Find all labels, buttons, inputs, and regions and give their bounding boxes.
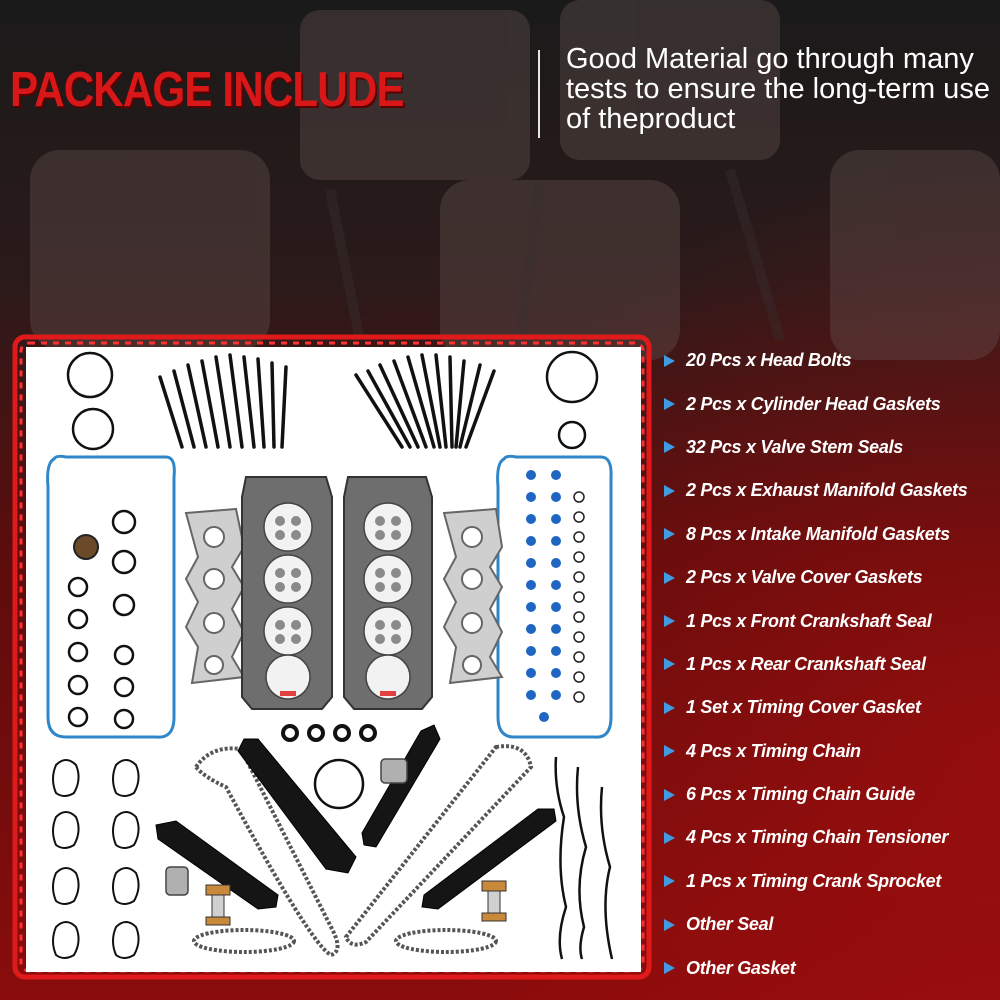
list-item: 6 Pcs x Timing Chain Guide: [664, 773, 1000, 816]
timing-chains: [192, 744, 534, 958]
blue-triangle-icon: [664, 658, 675, 671]
timing-crank-sprockets: [205, 880, 507, 926]
timing-cover-gaskets: [554, 756, 614, 960]
blue-triangle-icon: [664, 528, 675, 541]
rear-crankshaft-seal: [313, 758, 365, 810]
item-label: 1 Pcs x Timing Crank Sprocket: [686, 870, 942, 891]
header-divider: [538, 50, 540, 138]
blue-triangle-icon: [664, 484, 675, 497]
blue-triangle-icon: [664, 701, 675, 714]
package-item-list: 20 Pcs x Head Bolts 2 Pcs x Cylinder Hea…: [664, 339, 1000, 990]
tagline: Good Material go through many tests to e…: [566, 43, 990, 135]
small-o-rings-left: [67, 509, 137, 730]
item-label: 2 Pcs x Valve Cover Gaskets: [686, 567, 923, 588]
item-label: 2 Pcs x Cylinder Head Gaskets: [686, 393, 941, 414]
item-label: 6 Pcs x Timing Chain Guide: [686, 784, 915, 805]
blue-triangle-icon: [664, 571, 675, 584]
blue-triangle-icon: [664, 788, 675, 801]
blue-triangle-icon: [664, 831, 675, 844]
timing-chain-tensioners: [165, 758, 408, 896]
product-photo: [26, 347, 641, 972]
valve-cover-gasket-left: [46, 454, 176, 739]
o-ring-seals-top: [66, 350, 599, 451]
blue-triangle-icon: [664, 962, 675, 975]
valve-seal-rings: [573, 491, 585, 703]
item-label: 1 Pcs x Front Crankshaft Seal: [686, 610, 932, 631]
valve-cover-gasket-right: [496, 454, 613, 739]
list-item: 1 Pcs x Rear Crankshaft Seal: [664, 643, 1000, 686]
list-item: 32 Pcs x Valve Stem Seals: [664, 426, 1000, 469]
blue-triangle-icon: [664, 441, 675, 454]
list-item: 1 Pcs x Front Crankshaft Seal: [664, 599, 1000, 642]
list-item: 1 Pcs x Timing Crank Sprocket: [664, 860, 1000, 903]
timing-chain-guides: [155, 724, 557, 910]
head-bolts-left: [158, 353, 288, 449]
list-item: 1 Set x Timing Cover Gasket: [664, 686, 1000, 729]
exhaust-manifold-gasket-right: [442, 507, 504, 685]
item-label: 8 Pcs x Intake Manifold Gaskets: [686, 523, 950, 544]
blue-triangle-icon: [664, 615, 675, 628]
item-label: 1 Set x Timing Cover Gasket: [686, 697, 921, 718]
exhaust-manifold-gasket-left: [184, 507, 246, 685]
blue-triangle-icon: [664, 875, 675, 888]
blue-triangle-icon: [664, 745, 675, 758]
intake-manifold-gaskets: [52, 759, 140, 959]
camshaft-seals: [281, 724, 377, 742]
item-label: 4 Pcs x Timing Chain Tensioner: [686, 827, 949, 848]
item-label: Other Seal: [686, 914, 774, 935]
list-item: 8 Pcs x Intake Manifold Gaskets: [664, 513, 1000, 556]
cylinder-head-gasket-left: [241, 476, 333, 710]
item-label: 4 Pcs x Timing Chain: [686, 740, 861, 761]
blue-triangle-icon: [664, 398, 675, 411]
head-bolts-right: [354, 353, 496, 449]
list-item: 2 Pcs x Exhaust Manifold Gaskets: [664, 469, 1000, 512]
item-label: 20 Pcs x Head Bolts: [686, 350, 852, 371]
blue-triangle-icon: [664, 918, 675, 931]
item-label: Other Gasket: [686, 957, 796, 978]
item-label: 32 Pcs x Valve Stem Seals: [686, 436, 903, 457]
list-item: 20 Pcs x Head Bolts: [664, 339, 1000, 382]
cylinder-head-gasket-right: [343, 476, 433, 710]
list-item: Other Seal: [664, 903, 1000, 946]
item-label: 1 Pcs x Rear Crankshaft Seal: [686, 653, 926, 674]
list-item: 4 Pcs x Timing Chain: [664, 730, 1000, 773]
list-item: Other Gasket: [664, 946, 1000, 989]
list-item: 2 Pcs x Valve Cover Gaskets: [664, 556, 1000, 599]
valve-stem-seals: [526, 470, 561, 722]
blue-triangle-icon: [664, 354, 675, 367]
panel-dashed-frame: [12, 334, 652, 980]
item-label: 2 Pcs x Exhaust Manifold Gaskets: [686, 480, 968, 501]
list-item: 2 Pcs x Cylinder Head Gaskets: [664, 382, 1000, 425]
list-item: 4 Pcs x Timing Chain Tensioner: [664, 816, 1000, 859]
page-title: PACKAGE INCLUDE: [10, 63, 405, 117]
front-crankshaft-seal: [73, 534, 99, 560]
